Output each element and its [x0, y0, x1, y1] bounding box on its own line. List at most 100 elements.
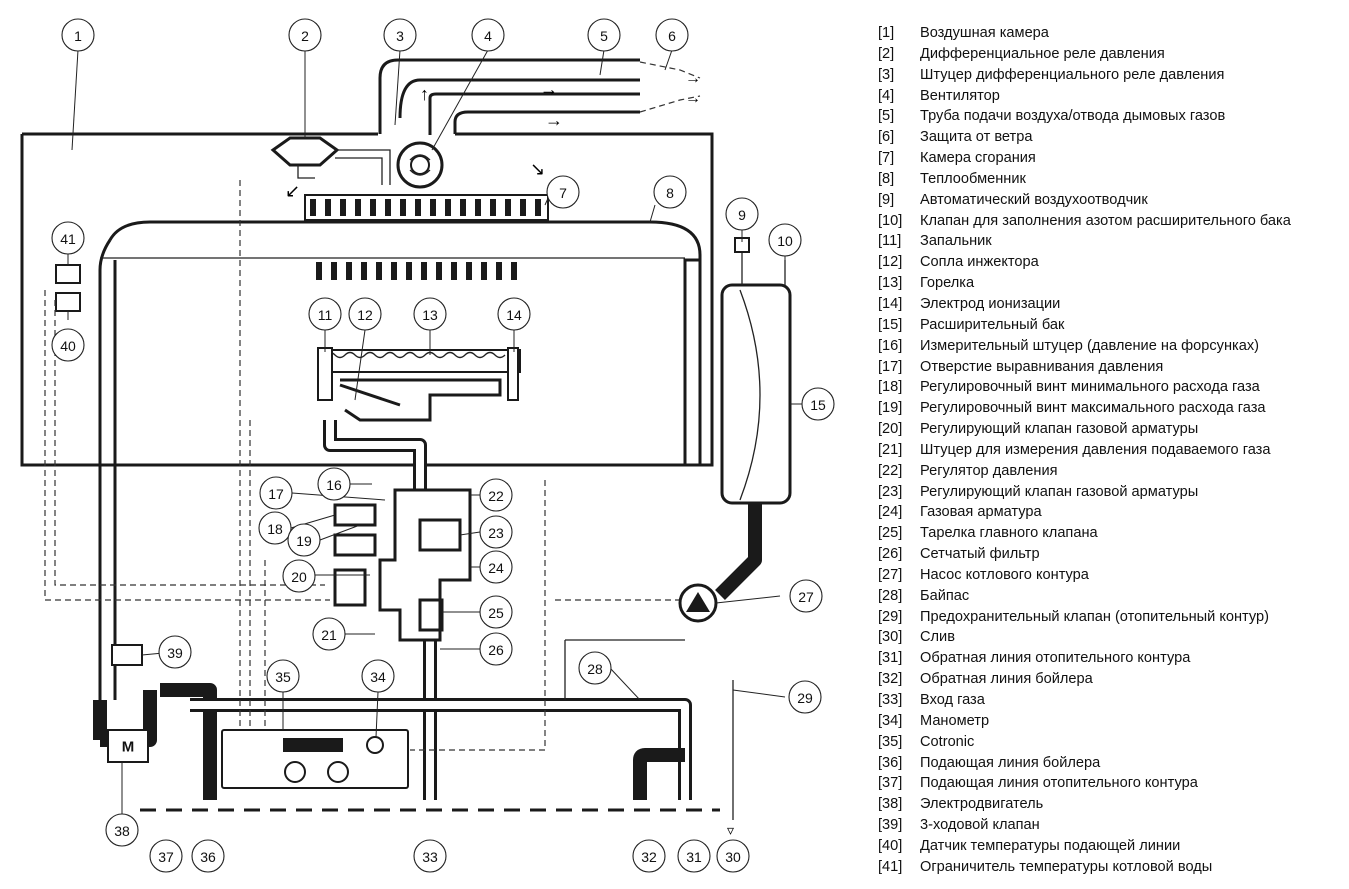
fin [475, 199, 481, 216]
legend-text: Байпас [920, 587, 970, 604]
legend-item: [26]Сетчатый фильтр [878, 544, 1338, 565]
fin [490, 199, 496, 216]
callout-circle [383, 18, 417, 52]
legend: [1]Воздушная камера[2]Дифференциальное р… [878, 23, 1338, 878]
legend-item: [41]Ограничитель температуры котловой во… [878, 857, 1338, 878]
callout-circle [587, 18, 621, 52]
expansion-tank [720, 283, 792, 505]
legend-item: [14]Электрод ионизации [878, 294, 1338, 315]
legend-item: [20]Регулирующий клапан газовой арматуры [878, 419, 1338, 440]
callout-circle [479, 595, 513, 629]
callout-number: 6 [668, 28, 676, 44]
callout-number: 20 [291, 569, 307, 585]
legend-number: [14] [878, 295, 903, 312]
legend-text: Датчик температуры подающей линии [920, 837, 1181, 854]
callout-3: 3 [383, 18, 417, 52]
legend-number: [37] [878, 775, 903, 792]
callout-4: 4 [471, 18, 505, 52]
legend-text: Клапан для заполнения азотом расширитель… [920, 212, 1291, 229]
callout-number: 18 [267, 521, 283, 537]
callout-circle [653, 175, 687, 209]
callout-number: 37 [158, 849, 174, 865]
legend-item: [38]Электродвигатель [878, 794, 1338, 815]
heat-exchanger-fins [304, 194, 549, 221]
legend-number: [41] [878, 858, 903, 875]
legend-text: Отверстие выравнивания давления [920, 358, 1164, 375]
legend-item: [18]Регулировочный винт минимального рас… [878, 377, 1338, 398]
legend-number: [2] [878, 45, 895, 62]
legend-number: [35] [878, 733, 903, 750]
arrow-down-right-icon: ↘ [530, 159, 545, 179]
legend-text: Измерительный штуцер (давление на форсун… [920, 337, 1259, 354]
callout-number: 5 [600, 28, 608, 44]
legend-item: [36]Подающая линия бойлера [878, 753, 1338, 774]
legend-item: [22]Регулятор давления [878, 461, 1338, 482]
legend-text: Электродвигатель [920, 796, 1044, 813]
callout-number: 12 [357, 307, 373, 323]
callout-8: 8 [653, 175, 687, 209]
legend-text: Обратная линия бойлера [920, 671, 1093, 688]
legend-text: Cotronic [920, 733, 975, 750]
callout-circle [546, 175, 580, 209]
legend-number: [17] [878, 358, 903, 375]
legend-number: [30] [878, 629, 903, 646]
legend-item: [39]3-ходовой клапан [878, 815, 1338, 836]
legend-item: [30]Слив [878, 627, 1338, 648]
fin [535, 199, 541, 216]
callout-26: 26 [479, 632, 513, 666]
fin [376, 262, 382, 280]
injector-manifold [339, 378, 502, 422]
legend-item: [27]Насос котлового контура [878, 565, 1338, 586]
igniter [317, 347, 333, 401]
legend-text: Манометр [920, 712, 990, 729]
callout-number: 28 [587, 661, 603, 677]
callout-30: 30 [716, 839, 750, 873]
callout-34: 34 [361, 659, 395, 693]
legend-number: [20] [878, 421, 903, 438]
callout-circle [287, 523, 321, 557]
callout-13: 13 [413, 297, 447, 331]
callout-circle [258, 511, 292, 545]
callout-23: 23 [479, 515, 513, 549]
legend-number: [23] [878, 483, 903, 500]
fin [406, 262, 412, 280]
arrow-right-icon: → [540, 79, 558, 99]
callout-7: 7 [546, 175, 580, 209]
callout-38: 38 [105, 813, 139, 847]
callout-number: 1 [74, 28, 82, 44]
callout-number: 26 [488, 642, 504, 658]
legend-text: Регулировочный винт максимального расход… [920, 400, 1266, 417]
legend-number: [36] [878, 754, 903, 771]
callout-circle [308, 297, 342, 331]
callout-number: 33 [422, 849, 438, 865]
legend-item: [24]Газовая арматура [878, 502, 1338, 523]
legend-number: [21] [878, 441, 903, 458]
boiler-schematic: ↑ → → → → ↙ ↘ [20, 18, 835, 873]
callout-circle [61, 18, 95, 52]
fan-icon [396, 141, 444, 189]
temp-limiter [55, 264, 81, 284]
callout-number: 8 [666, 185, 674, 201]
fin [445, 199, 451, 216]
motor-label: M [122, 739, 135, 756]
callout-29: 29 [788, 680, 822, 714]
fin [511, 262, 517, 280]
callout-circle [158, 635, 192, 669]
legend-item: [17] Отверстие выравнивания давления [878, 357, 1338, 378]
knob-left [284, 761, 306, 783]
callout-35: 35 [266, 659, 300, 693]
callout-number: 32 [641, 849, 657, 865]
callout-15: 15 [801, 387, 835, 421]
legend-item: [29]Предохранительный клапан (отопительн… [878, 607, 1338, 628]
legend-item: [21]Штуцер для измерения давления подава… [878, 440, 1338, 461]
callout-17: 17 [259, 476, 293, 510]
legend-item: [1]Воздушная камера [878, 23, 1338, 44]
legend-number: [34] [878, 712, 903, 729]
callout-37: 37 [149, 839, 183, 873]
legend-number: [25] [878, 525, 903, 542]
callout-number: 22 [488, 488, 504, 504]
callout-39: 39 [158, 635, 192, 669]
legend-item: [15]Расширительный бак [878, 315, 1338, 336]
wind-guard [639, 61, 701, 113]
legend-number: [24] [878, 504, 903, 521]
